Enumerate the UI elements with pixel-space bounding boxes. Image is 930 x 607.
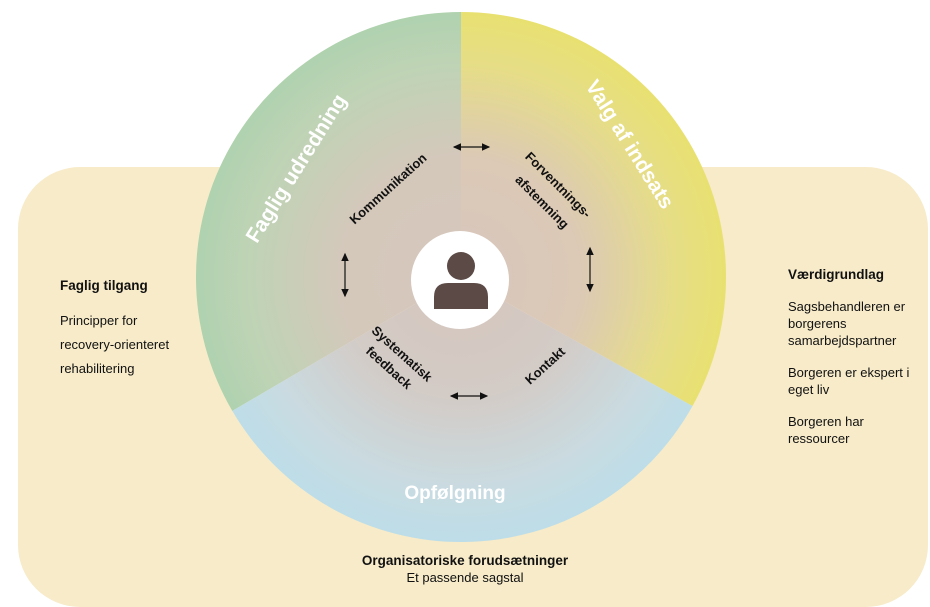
right-panel-heading: Værdigrundlag: [788, 267, 885, 282]
right-panel-item: Sagsbehandleren er borgerens samarbejdsp…: [788, 299, 906, 349]
sector-opfolgning: [232, 277, 693, 543]
right-panel-item: Borgeren er ekspert i eget liv: [788, 365, 910, 398]
left-panel-line: Principper for: [60, 313, 138, 329]
sector-valg-af-indsats: [461, 11, 727, 406]
center-circle: [411, 231, 509, 329]
left-panel-heading: Faglig tilgang: [60, 278, 148, 293]
person-icon: [434, 252, 488, 309]
bottom-panel-sub: Et passende sagstal: [406, 570, 524, 585]
bottom-panel-heading: Organisatoriske forudsætninger: [361, 553, 569, 568]
left-panel: Faglig tilgang Principper for recovery-o…: [60, 277, 230, 381]
right-panel-item: Borgeren har ressourcer: [788, 414, 864, 447]
sector-faglig-udredning: [195, 12, 461, 411]
right-panel: Værdigrundlag Sagsbehandleren er borgere…: [788, 266, 923, 462]
left-panel-line: rehabilitering: [60, 361, 135, 377]
bottom-panel: Organisatoriske forudsætninger Et passen…: [300, 553, 630, 585]
sector-label-opfolgning: Opfølgning: [404, 483, 505, 504]
left-panel-line: recovery-orienteret: [60, 337, 170, 353]
